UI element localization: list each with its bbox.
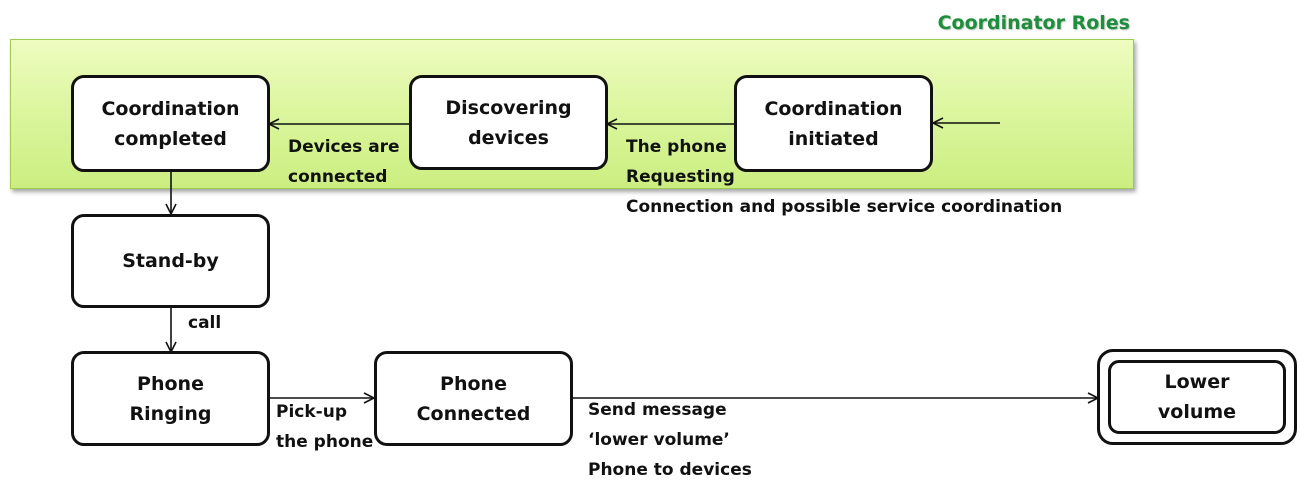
state-lower-volume-final: Lower volume <box>1097 349 1297 445</box>
state-stand-by: Stand-by <box>71 214 270 308</box>
label-phone-requesting: The phone Requesting Connection and poss… <box>626 137 1063 217</box>
label-devices-connected: Devices are connected <box>288 137 400 187</box>
state-lower-volume: Lower volume <box>1108 360 1286 434</box>
region-title: Coordinator Roles <box>937 12 1130 34</box>
state-coordination-initiated: Coordination initiated <box>734 75 933 172</box>
state-phone-ringing: Phone Ringing <box>71 351 270 446</box>
label-send-message: Send message ‘lower volume’ Phone to dev… <box>588 400 752 480</box>
state-coordination-completed: Coordination completed <box>71 75 270 172</box>
state-phone-connected: Phone Connected <box>374 351 573 446</box>
state-discovering-devices: Discovering devices <box>409 75 608 170</box>
label-call: call <box>188 313 222 333</box>
label-pick-up: Pick-up the phone <box>276 402 374 452</box>
